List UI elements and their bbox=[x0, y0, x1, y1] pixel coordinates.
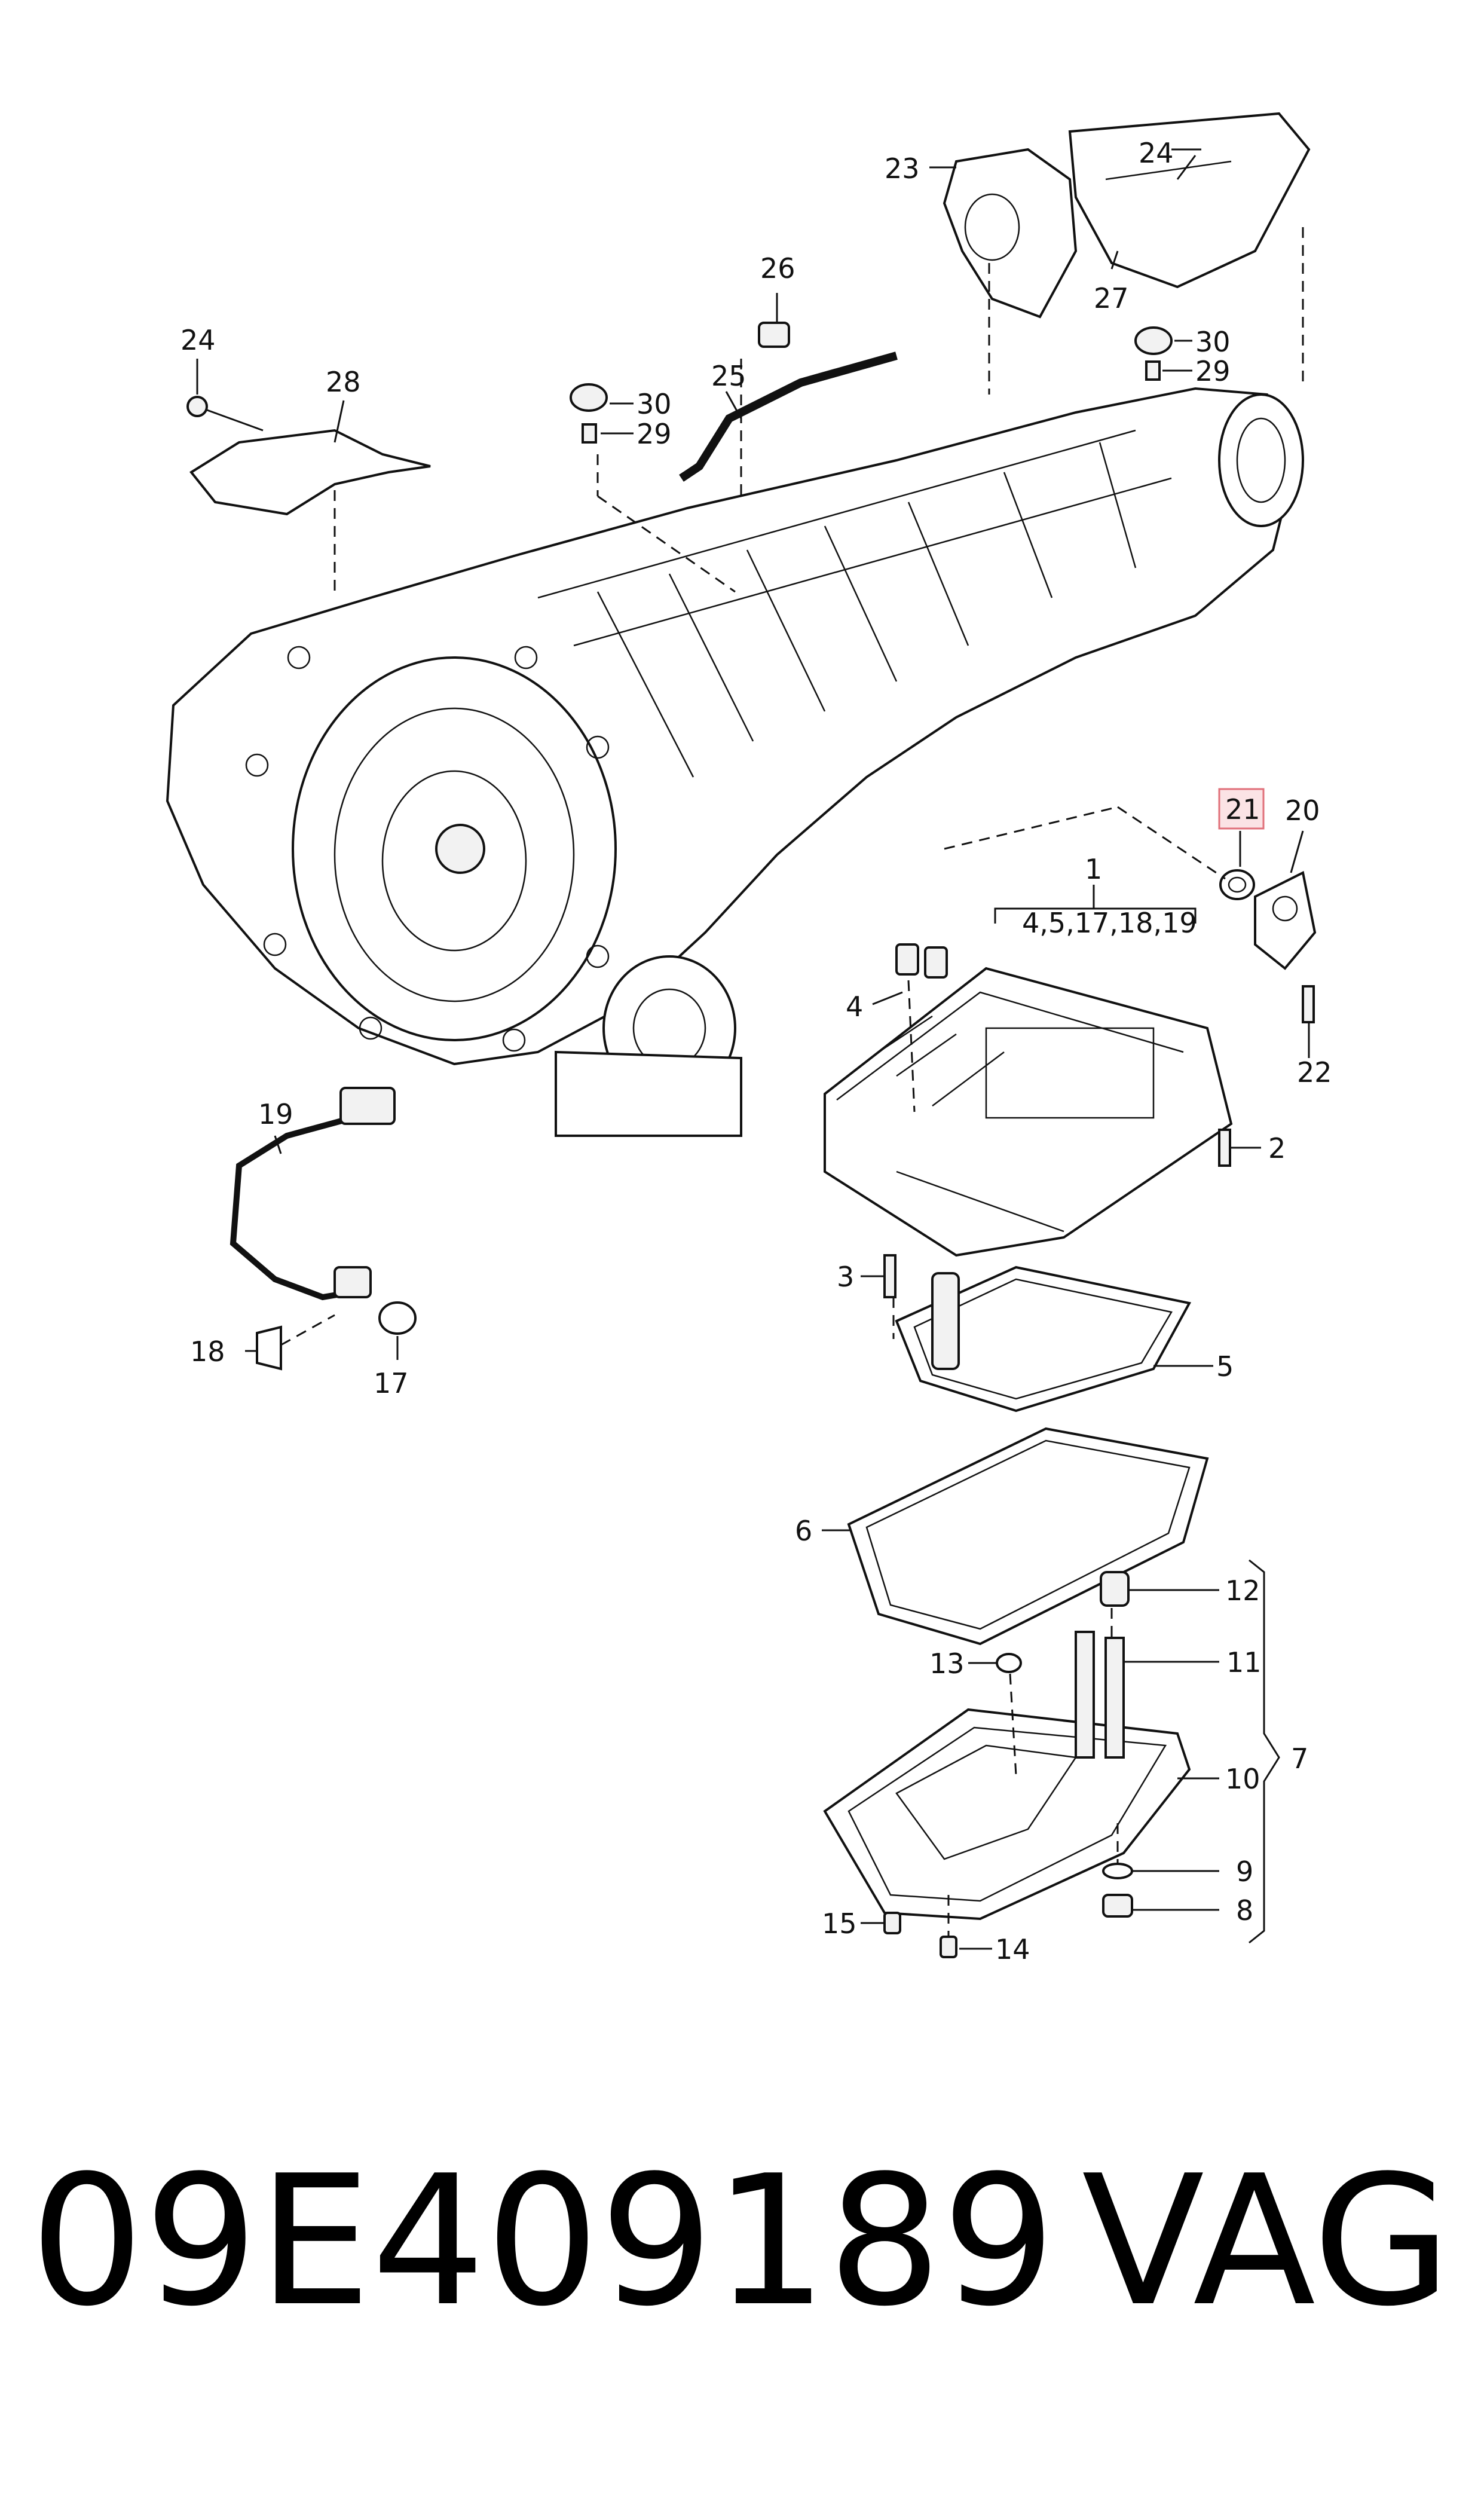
leader-lines bbox=[196, 148, 1310, 1950]
callout-24-left: 24 bbox=[180, 324, 216, 356]
seal-ring-17 bbox=[378, 1301, 417, 1335]
clip-18 bbox=[256, 1325, 282, 1371]
cap-30-right bbox=[1134, 326, 1173, 355]
cap-30-left bbox=[570, 383, 608, 412]
callout-30-left: 30 bbox=[637, 388, 672, 420]
callout-1: 1 bbox=[1085, 853, 1102, 885]
wiring-harness-19 bbox=[230, 1087, 396, 1301]
callout-21-highlight bbox=[1218, 788, 1265, 830]
washer-13 bbox=[996, 1653, 1022, 1673]
callout-11: 11 bbox=[1226, 1646, 1262, 1679]
callout-21: 21 bbox=[1225, 793, 1260, 826]
bolt-29-right bbox=[1145, 360, 1161, 381]
callout-9: 9 bbox=[1236, 1855, 1253, 1888]
oil-pan-10 bbox=[823, 1708, 1191, 1921]
sensor-bracket-20 bbox=[1254, 871, 1317, 970]
callout-22: 22 bbox=[1297, 1056, 1332, 1089]
callout-12: 12 bbox=[1225, 1575, 1260, 1607]
level-tube-11 bbox=[1075, 1631, 1125, 1759]
callout-20: 20 bbox=[1285, 794, 1320, 827]
heat-shield-28 bbox=[186, 396, 431, 516]
callout-25: 25 bbox=[711, 360, 746, 392]
callout-8: 8 bbox=[1236, 1894, 1253, 1927]
breather-pipe-25 bbox=[679, 322, 898, 482]
callout-13: 13 bbox=[929, 1647, 965, 1680]
callout-10: 10 bbox=[1225, 1763, 1260, 1795]
callout-17: 17 bbox=[374, 1367, 409, 1399]
callout-14: 14 bbox=[995, 1933, 1030, 1965]
brand-label: VAG bbox=[1082, 2137, 1452, 2346]
callout-19: 19 bbox=[258, 1098, 293, 1130]
pan-gasket-6 bbox=[847, 1427, 1209, 1646]
callout-5: 5 bbox=[1216, 1350, 1234, 1383]
drain-plug-8 bbox=[1102, 1894, 1133, 1918]
transmission-housing bbox=[166, 387, 1304, 1137]
callout-15: 15 bbox=[822, 1907, 857, 1940]
callout-23: 23 bbox=[885, 152, 920, 185]
cap-12 bbox=[1100, 1571, 1130, 1607]
callout-29-right: 29 bbox=[1195, 355, 1231, 387]
callout-27: 27 bbox=[1094, 282, 1129, 314]
callout-24-top: 24 bbox=[1139, 137, 1174, 169]
seal-9 bbox=[1102, 1863, 1133, 1879]
callout-30-right: 30 bbox=[1195, 326, 1231, 358]
part-number: 09E409189 bbox=[30, 2137, 1056, 2346]
mount-bracket-23 bbox=[943, 148, 1078, 319]
callout-4: 4 bbox=[846, 990, 863, 1023]
bolt-3 bbox=[883, 1254, 896, 1298]
oil-filter-5 bbox=[895, 1265, 1192, 1413]
bolt-15 bbox=[883, 1912, 901, 1934]
bolt-29-left bbox=[582, 423, 597, 444]
valve-body-1 bbox=[824, 967, 1233, 1257]
heat-shield-27 bbox=[1068, 112, 1311, 289]
callout-labels: 23 24 27 26 25 24 28 30 29 30 29 21 20 2… bbox=[180, 137, 1332, 1965]
seal-ring-21 bbox=[1219, 869, 1255, 900]
callout-29-left: 29 bbox=[637, 418, 672, 450]
pin-22 bbox=[1302, 985, 1315, 1023]
callout-7: 7 bbox=[1291, 1742, 1308, 1775]
callout-6: 6 bbox=[795, 1515, 812, 1547]
bolt-2 bbox=[1218, 1129, 1231, 1167]
bolt-14 bbox=[940, 1936, 957, 1958]
callout-26: 26 bbox=[760, 252, 795, 285]
callout-1-includes: 4,5,17,18,19 bbox=[1022, 907, 1197, 939]
connector-4 bbox=[895, 943, 948, 979]
callout-3: 3 bbox=[837, 1261, 854, 1293]
callout-2: 2 bbox=[1268, 1132, 1286, 1164]
callout-18: 18 bbox=[190, 1335, 225, 1368]
callout-28: 28 bbox=[326, 366, 361, 398]
